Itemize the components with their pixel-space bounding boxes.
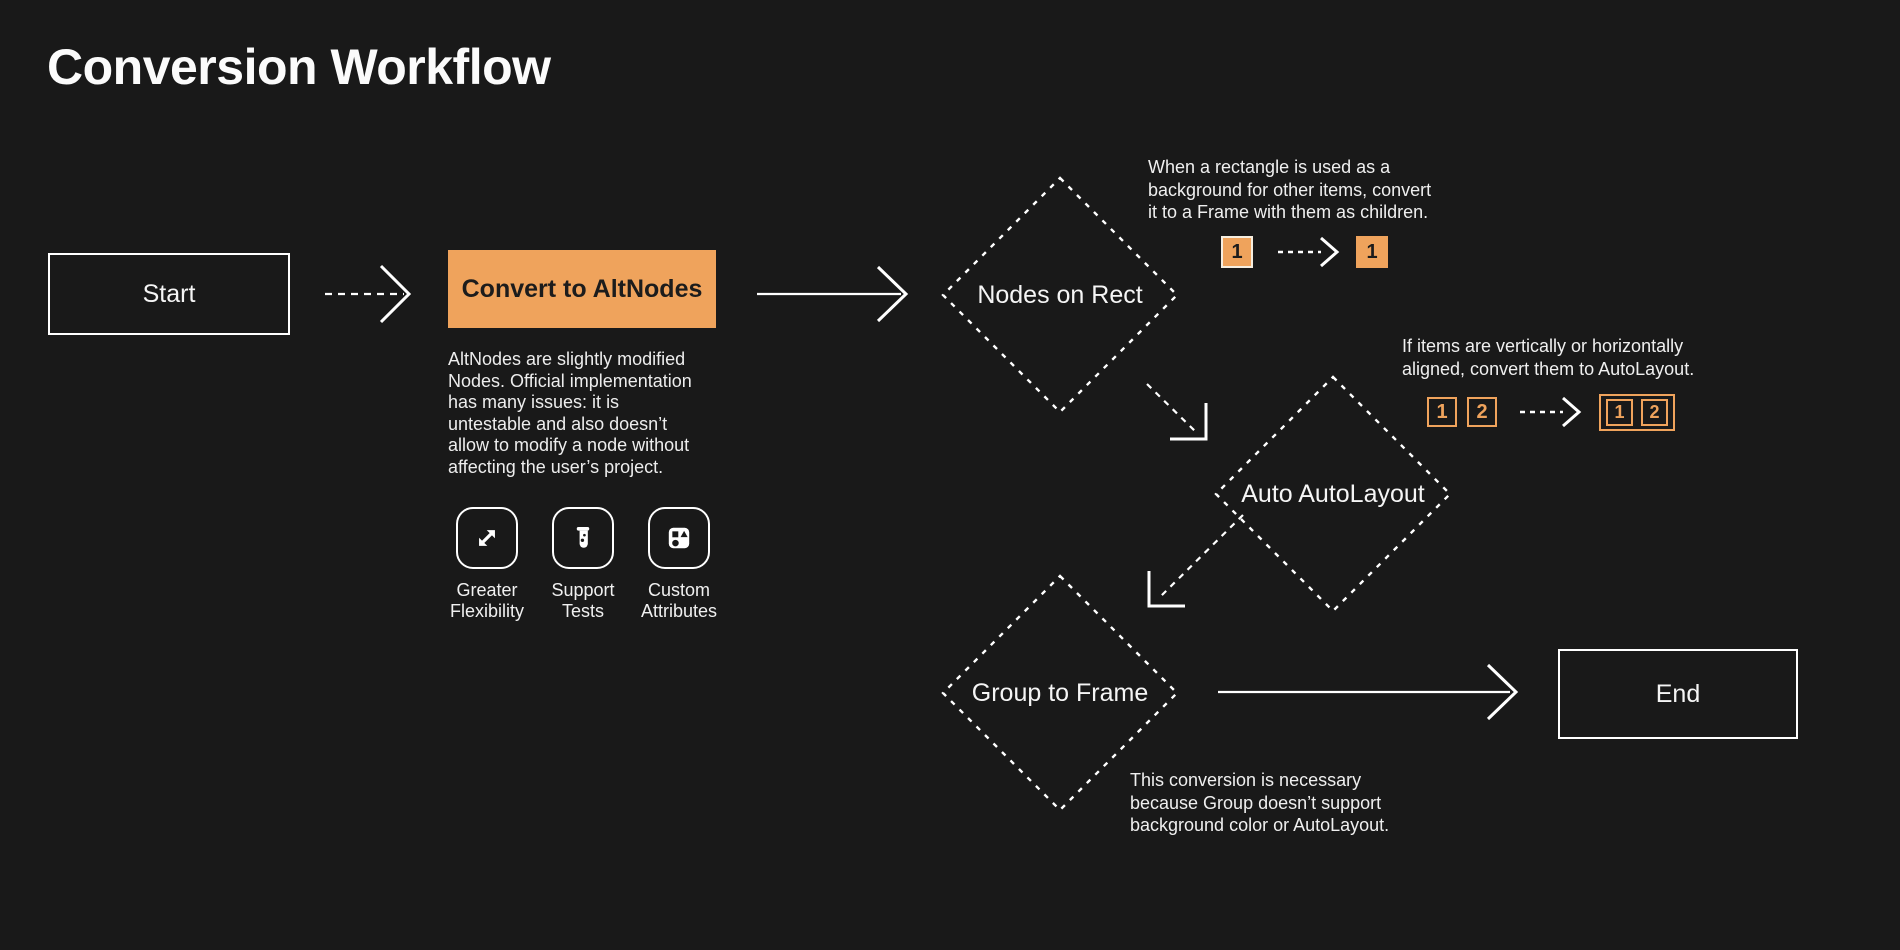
start-node[interactable]: Start [48, 253, 290, 335]
auto-autolayout-label: Auto AutoLayout [1241, 480, 1425, 508]
nodes-on-rect-shape[interactable] [941, 176, 1179, 414]
badge-rect-1: 1 [1221, 236, 1253, 268]
annotation-line: aligned, convert them to AutoLayout. [1402, 358, 1695, 379]
feature-label: Custom Attributes [640, 580, 718, 621]
annotation-line: If items are vertically or horizontally [1402, 336, 1684, 356]
arrowhead-start-to-convert [379, 264, 412, 324]
description-line: Nodes. Official implementation [448, 370, 692, 391]
autolayout-badge-group: 1 2 [1599, 394, 1675, 431]
annotation-rect-to-frame: When a rectangle is used as a background… [1148, 156, 1431, 224]
group-to-frame-shape[interactable] [941, 574, 1179, 812]
feature-label: Support Tests [551, 580, 615, 621]
feature-greater-flexibility: Greater Flexibility [442, 507, 532, 622]
badge-group-item-1: 1 [1606, 399, 1633, 426]
feature-list: Greater Flexibility Support Tests [442, 507, 724, 622]
badge-item-1: 1 [1427, 397, 1457, 427]
expand-icon [456, 507, 518, 569]
arrowhead-convert-to-rect [876, 265, 909, 323]
start-node-label: Start [142, 279, 196, 308]
rect-to-frame-badges: 1 1 [1221, 236, 1388, 268]
annotation-line: because Group doesn’t support [1130, 792, 1382, 813]
arrow-rect-to-autolayout [1146, 383, 1199, 435]
annotation-line: This conversion is necessary [1130, 770, 1362, 790]
annotation-line: background color or AutoLayout. [1130, 815, 1390, 835]
shapes-icon [648, 507, 710, 569]
description-line: affecting the user’s project. [448, 456, 664, 477]
description-line: untestable and also doesn’t [448, 413, 668, 434]
description-line: allow to modify a node without [448, 435, 690, 455]
badge-group-item-2: 2 [1641, 399, 1668, 426]
badge-frame-1: 1 [1356, 236, 1388, 268]
annotation-line: When a rectangle is used as a [1148, 157, 1391, 177]
arrowhead-autolayout-to-group [1147, 571, 1185, 608]
arrowhead-group-to-end [1486, 663, 1519, 721]
arrow-autolayout-to-group [1160, 514, 1244, 597]
description-line: AltNodes are slightly modified [448, 349, 686, 369]
feature-label: Greater Flexibility [449, 580, 524, 621]
annotation-group-frame: This conversion is necessary because Gro… [1130, 769, 1389, 837]
annotation-autolayout: If items are vertically or horizontally … [1402, 335, 1694, 380]
annotation-line: it to a Frame with them as children. [1148, 202, 1429, 222]
description-line: has many issues: it is [448, 392, 620, 412]
autolayout-badges-before: 1 2 [1427, 397, 1497, 427]
nodes-on-rect-label: Nodes on Rect [977, 281, 1143, 309]
badge-item-2: 2 [1467, 397, 1497, 427]
badge-arrowhead-2 [1562, 396, 1582, 428]
group-to-frame-label: Group to Frame [971, 679, 1149, 707]
convert-node-label: Convert to AltNodes [461, 274, 703, 303]
end-node[interactable]: End [1558, 649, 1798, 739]
feature-support-tests: Support Tests [538, 507, 628, 622]
end-node-label: End [1655, 679, 1701, 708]
page-title: Conversion Workflow [47, 39, 551, 95]
badge-arrowhead-1 [1320, 236, 1340, 268]
arrowhead-rect-to-autolayout [1170, 403, 1208, 441]
test-tube-icon [552, 507, 614, 569]
altnodes-description: AltNodes are slightly modified Nodes. Of… [448, 349, 692, 478]
feature-custom-attributes: Custom Attributes [634, 507, 724, 622]
auto-autolayout-shape[interactable] [1214, 375, 1452, 613]
convert-to-altnodes-node[interactable]: Convert to AltNodes [448, 250, 716, 328]
annotation-line: background for other items, convert [1148, 179, 1432, 200]
